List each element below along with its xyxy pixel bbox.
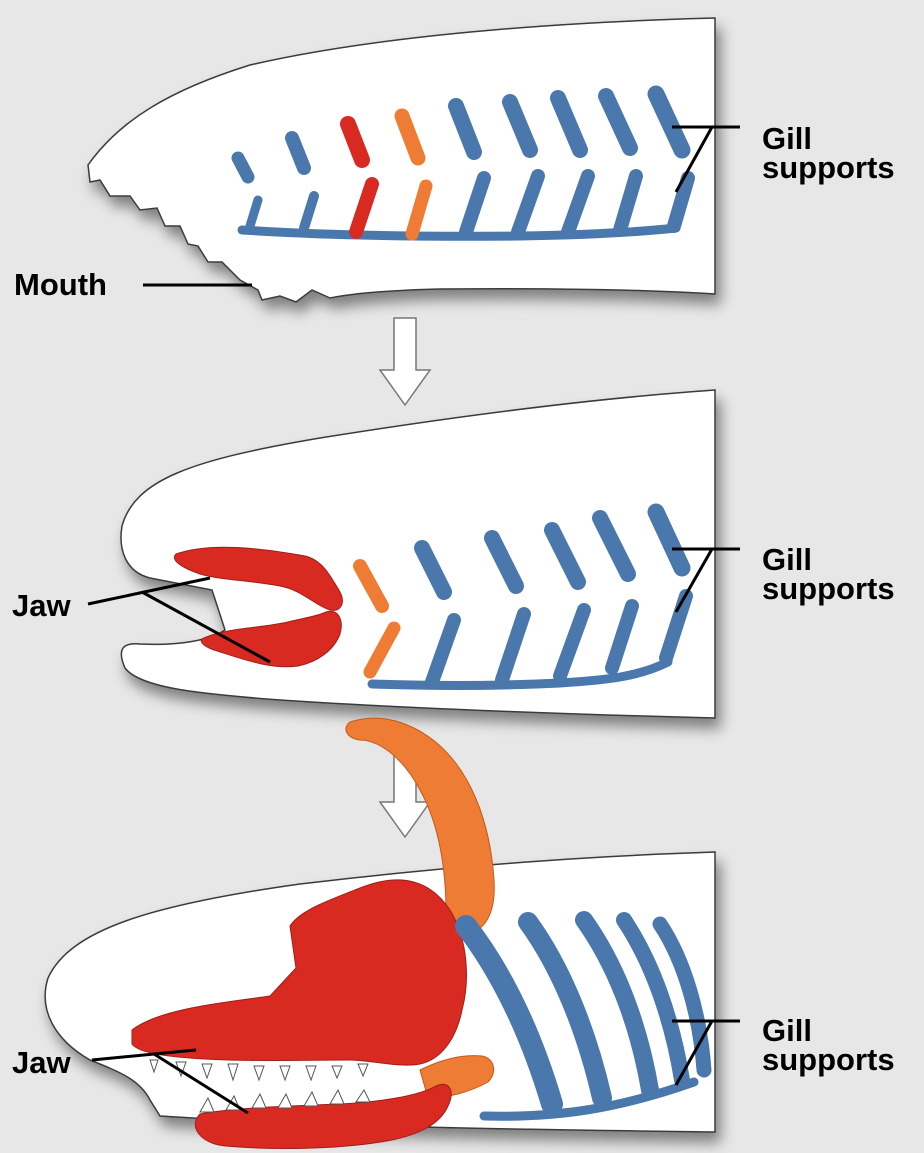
panel-1-jawless-fish: [88, 18, 740, 302]
gill-supports-label-line2: supports: [762, 1045, 895, 1074]
panel-2-early-jaws: [88, 390, 740, 718]
jaw-label: Jaw: [12, 591, 71, 620]
gill-supports-label-line1: Gill: [762, 545, 812, 574]
gill-supports-label-line2: supports: [762, 574, 895, 603]
head-outline: [88, 18, 715, 302]
down-arrow-icon: [380, 318, 430, 405]
gill-supports-label-line1: Gill: [762, 124, 812, 153]
jaw-label: Jaw: [12, 1048, 71, 1077]
mouth-label: Mouth: [14, 270, 107, 299]
gill-supports-label-line2: supports: [762, 153, 895, 182]
gill-support-upper: [238, 158, 248, 177]
gill-supports-label-line1: Gill: [762, 1016, 812, 1045]
panel-3-modern-jaws: [45, 718, 740, 1148]
